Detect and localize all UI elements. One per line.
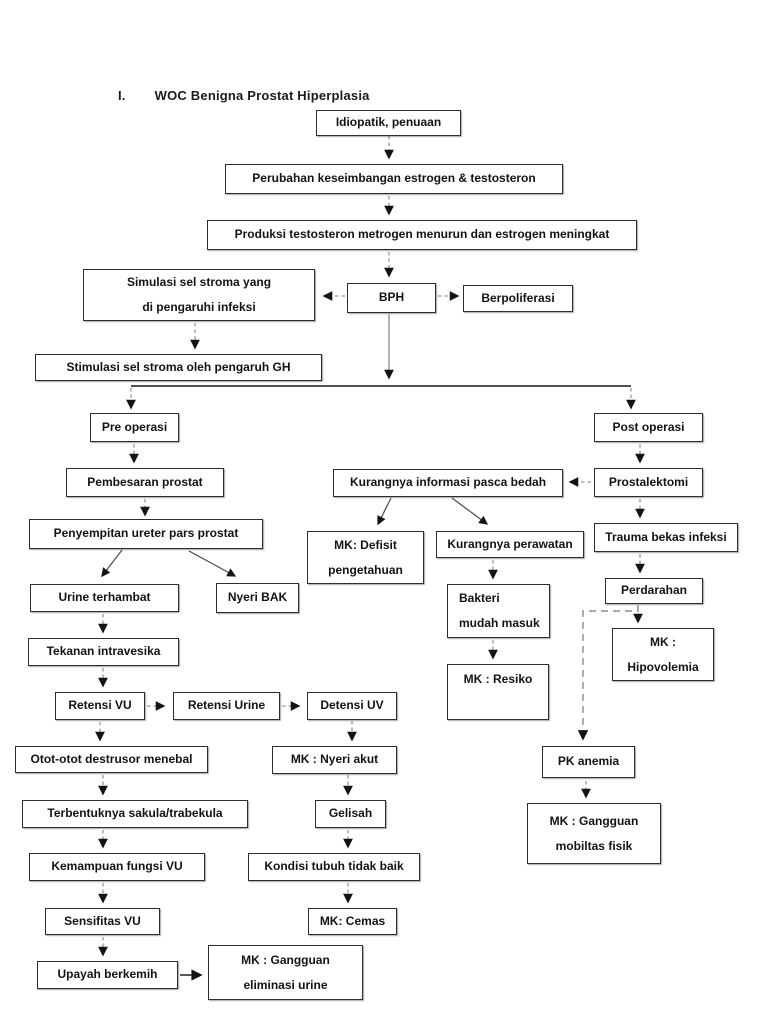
- node-mk-gangguan-eliminasi: MK : Gangguan eliminasi urine: [208, 945, 363, 1000]
- node-retensi-vu: Retensi VU: [55, 692, 145, 720]
- node-mk-cemas: MK: Cemas: [308, 908, 397, 935]
- node-pre-operasi: Pre operasi: [90, 413, 179, 442]
- node-sensifitas-vu: Sensifitas VU: [45, 908, 160, 935]
- title-text: WOC Benigna Prostat Hiperplasia: [154, 88, 370, 103]
- node-tekanan-intravesika: Tekanan intravesika: [28, 638, 179, 666]
- node-kemampuan-fungsi-vu: Kemampuan fungsi VU: [29, 853, 205, 881]
- node-pk-anemia: PK anemia: [542, 746, 635, 778]
- node-nyeri-bak: Nyeri BAK: [216, 583, 299, 613]
- node-produksi: Produksi testosteron metrogen menurun da…: [207, 220, 637, 250]
- node-mk-resiko: MK : Resiko: [447, 664, 549, 720]
- node-otot-destrusor: Otot-otot destrusor menebal: [15, 746, 208, 773]
- node-pembesaran-prostat: Pembesaran prostat: [66, 468, 224, 497]
- node-penyempitan-ureter: Penyempitan ureter pars prostat: [29, 519, 263, 549]
- node-mk-nyeri-akut: MK : Nyeri akut: [272, 746, 397, 774]
- node-prostalektomi: Prostalektomi: [594, 468, 703, 497]
- node-mk-gangguan-mobilitas: MK : Gangguan mobiltas fisik: [527, 803, 661, 864]
- node-berpoliferasi: Berpoliferasi: [463, 285, 573, 312]
- node-simulasi-stroma: Simulasi sel stroma yang di pengaruhi in…: [83, 269, 315, 321]
- title-numeral: I.: [118, 88, 126, 103]
- node-mk-defisit: MK: Defisit pengetahuan: [307, 531, 424, 584]
- node-kurangnya-informasi: Kurangnya informasi pasca bedah: [333, 469, 563, 497]
- node-mk-hipovolemia: MK : Hipovolemia: [612, 628, 714, 681]
- node-urine-terhambat: Urine terhambat: [30, 584, 179, 612]
- node-post-operasi: Post operasi: [594, 413, 703, 442]
- node-terbentuknya-sakula: Terbentuknya sakula/trabekula: [22, 800, 248, 828]
- node-bph: BPH: [347, 283, 436, 313]
- node-kurangnya-perawatan: Kurangnya perawatan: [436, 531, 584, 558]
- node-gelisah: Gelisah: [315, 800, 386, 828]
- connector-penyempitan-nyeribak: [188, 550, 237, 577]
- node-kondisi-tubuh: Kondisi tubuh tidak baik: [248, 853, 420, 881]
- node-perdarahan: Perdarahan: [605, 578, 703, 604]
- node-retensi-urine: Retensi Urine: [173, 692, 280, 720]
- node-idiopatik: Idiopatik, penuaan: [316, 110, 461, 136]
- connector-penyempitan-urine: [101, 549, 123, 578]
- node-stimulasi-gh: Stimulasi sel stroma oleh pengaruh GH: [35, 354, 322, 381]
- node-upayah-berkemih: Upayah berkemih: [37, 961, 178, 989]
- node-bakteri-mudah-masuk: Bakteri mudah masuk: [447, 584, 550, 638]
- node-detensi-uv: Detensi UV: [307, 692, 397, 720]
- page-title: I. WOC Benigna Prostat Hiperplasia: [118, 88, 370, 103]
- connector-kurangnyainfo-defisit: [377, 497, 392, 526]
- node-trauma-bekas-infeksi: Trauma bekas infeksi: [594, 523, 738, 552]
- connector-kurangnyainfo-perawatan: [451, 497, 489, 525]
- node-perubahan: Perubahan keseimbangan estrogen & testos…: [225, 164, 563, 194]
- connector-perdarahan-pkanemia: [577, 605, 639, 741]
